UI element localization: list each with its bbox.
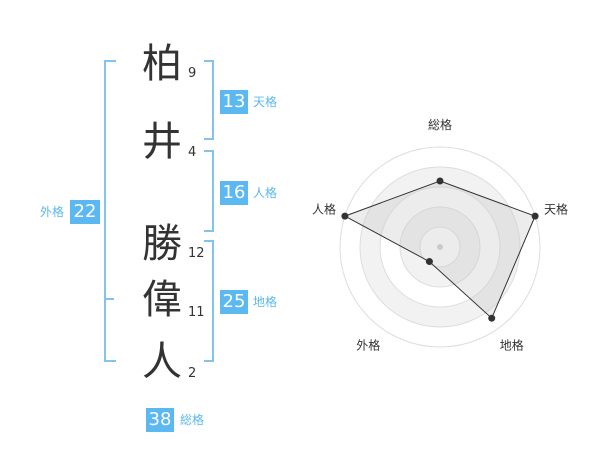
gaikaku-label: 外格: [40, 205, 65, 219]
radar-point-4: [341, 212, 349, 220]
name-char-1: 柏: [142, 41, 182, 87]
name-char-5: 人: [142, 339, 182, 385]
soukaku-label: 総格: [180, 413, 205, 427]
stroke-count-1: 9: [188, 66, 197, 81]
jinkaku-badge: 16: [220, 181, 248, 205]
radar-point-3: [425, 258, 433, 266]
stroke-count-2: 4: [188, 145, 197, 160]
stroke-count-3: 12: [188, 246, 205, 261]
chikaku-label: 地格: [253, 295, 278, 309]
jinkaku-label: 人格: [253, 186, 278, 200]
radar-axis-label-1: 天格: [544, 201, 568, 216]
radar-axis-label-2: 地格: [500, 338, 524, 353]
name-char-4: 偉: [142, 277, 182, 323]
name-char-3: 勝: [142, 221, 182, 267]
stroke-count-4: 11: [188, 305, 205, 320]
jinkaku-bracket: [204, 150, 214, 232]
gaikaku-bracket-mid: [104, 298, 114, 300]
tenkaku-bracket: [204, 60, 214, 140]
tenkaku-badge: 13: [220, 90, 248, 114]
chikaku-bracket: [204, 240, 214, 362]
soukaku-badge: 38: [146, 408, 174, 432]
gaikaku-bracket: [104, 60, 116, 362]
radar-center: [437, 244, 443, 250]
stroke-count-5: 2: [188, 366, 197, 381]
gaikaku-badge: 22: [70, 200, 100, 224]
radar-axis-label-3: 外格: [356, 338, 380, 353]
radar-point-1: [531, 212, 539, 220]
radar-axis-label-0: 総格: [428, 117, 452, 132]
tenkaku-label: 天格: [253, 95, 278, 109]
radar-point-2: [488, 314, 496, 322]
chikaku-badge: 25: [220, 290, 248, 314]
name-char-2: 井: [142, 119, 182, 165]
radar-axis-label-4: 人格: [312, 201, 336, 216]
radar-series-polygon: [343, 180, 536, 320]
radar-point-0: [436, 177, 444, 185]
